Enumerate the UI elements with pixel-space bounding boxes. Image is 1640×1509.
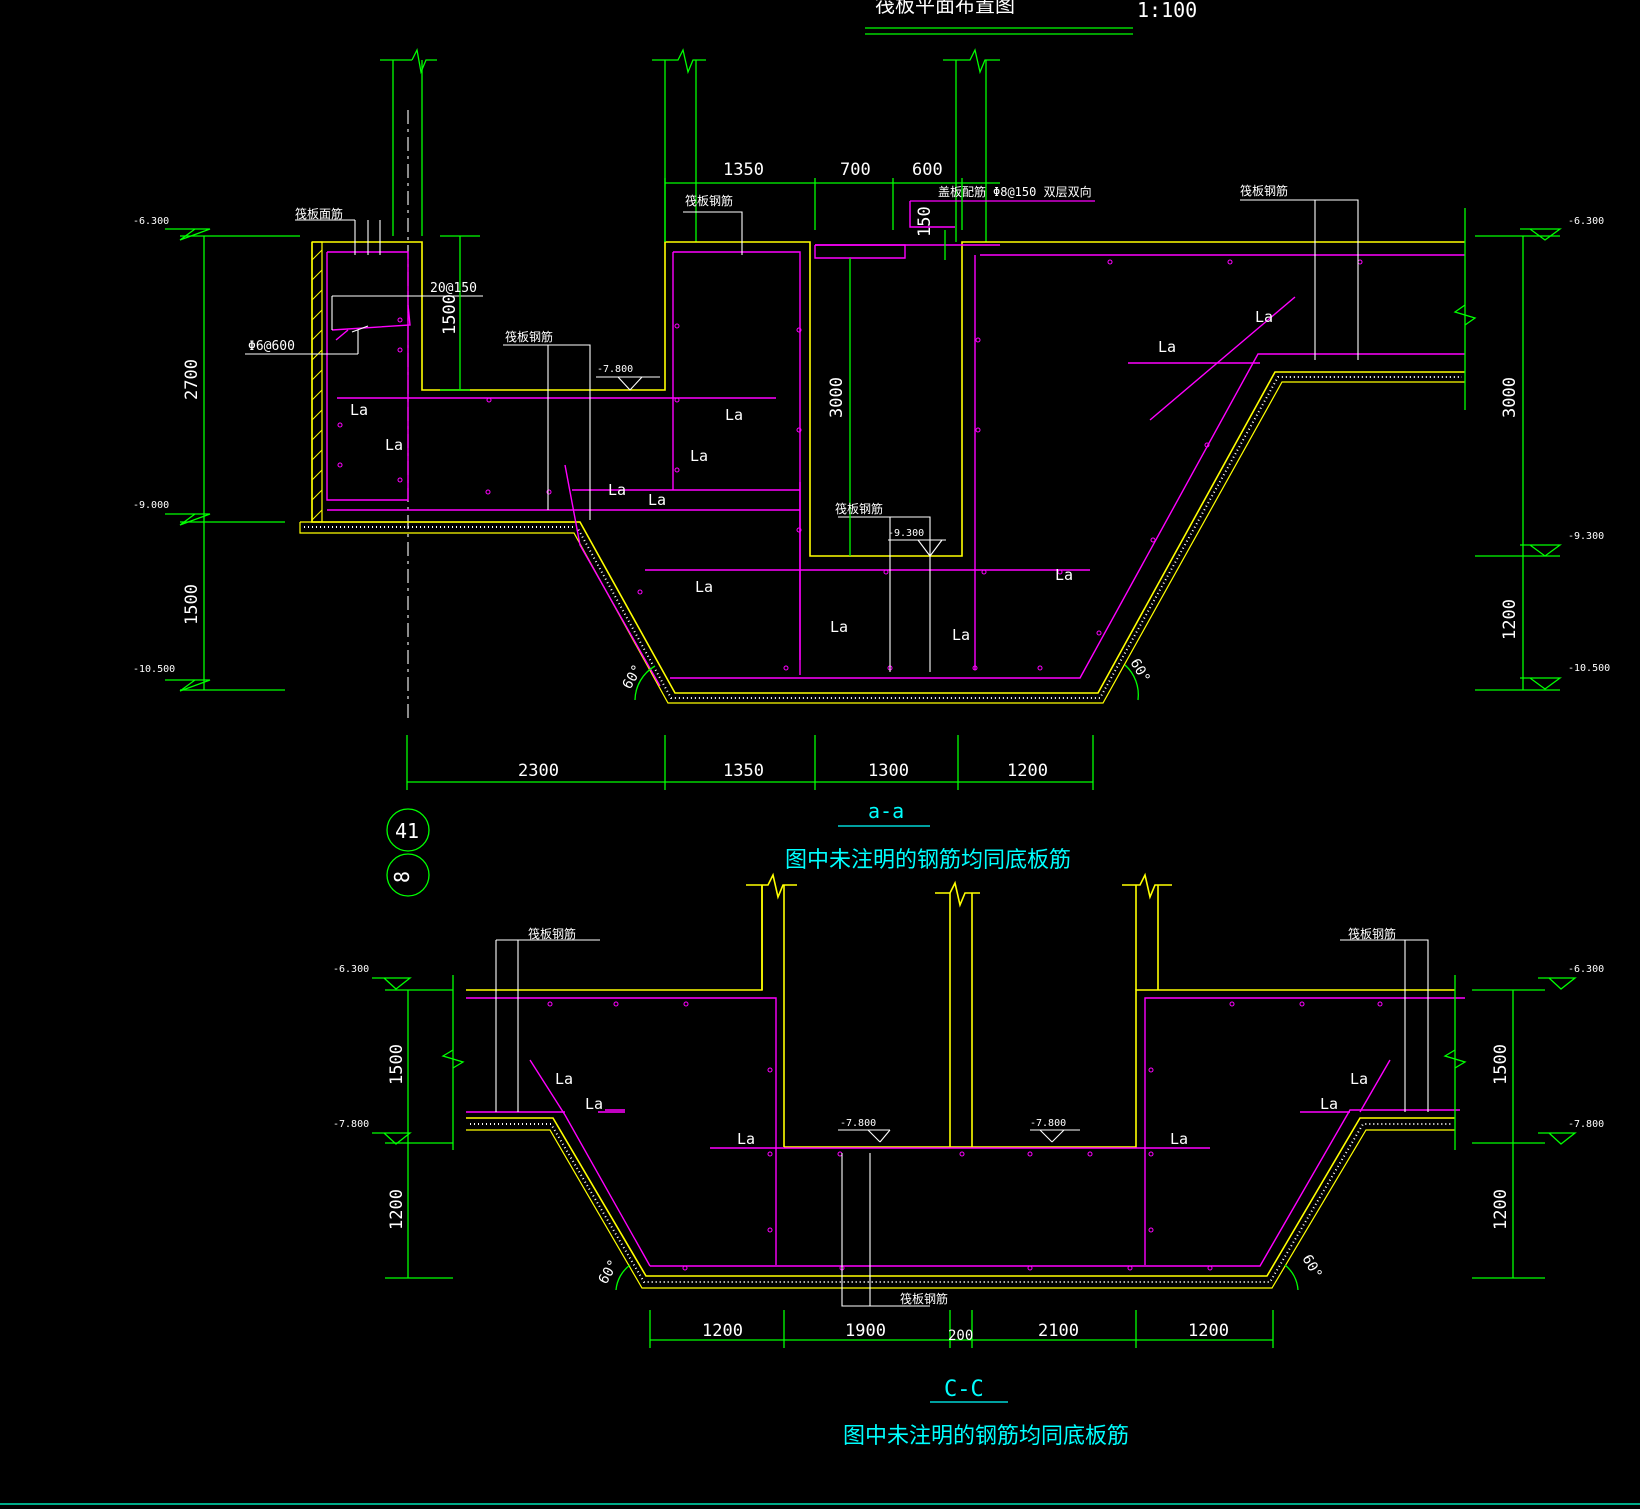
dim-c-5: 1200 bbox=[1188, 1321, 1229, 1341]
la-a-10: La bbox=[1055, 566, 1073, 584]
dim-top-3: 600 bbox=[912, 160, 943, 180]
elev-a-5: -10.500 bbox=[133, 664, 175, 675]
elev-c-2r: -7.800 bbox=[1568, 1119, 1604, 1130]
rebar-dots-a bbox=[337, 259, 1363, 671]
section-c-title: C-C bbox=[944, 1377, 984, 1402]
elev-c-1r: -6.300 bbox=[1568, 964, 1604, 975]
cover-leader-2 bbox=[909, 201, 955, 228]
dim-150: 150 bbox=[915, 206, 935, 237]
elev-c-2: -7.800 bbox=[333, 1119, 369, 1130]
elev-a-3: -9.000 bbox=[133, 500, 169, 511]
dim-left-2: 1500 bbox=[182, 584, 202, 625]
la-c-1: La bbox=[555, 1070, 573, 1088]
walls-c bbox=[746, 872, 1172, 1147]
la-a-8: La bbox=[830, 618, 848, 636]
walls-a bbox=[380, 47, 1000, 720]
dim-bottom-3: 1300 bbox=[868, 761, 909, 781]
dim-top-2: 700 bbox=[840, 160, 871, 180]
label-raft-bar-4: 筏板钢筋 bbox=[835, 501, 883, 516]
label-c-raft-1: 筏板钢筋 bbox=[528, 926, 576, 941]
dim-c-2: 1900 bbox=[845, 1321, 886, 1341]
section-a-title: a-a bbox=[868, 799, 904, 823]
la-a-6: La bbox=[690, 447, 708, 465]
concrete-outline-c bbox=[466, 885, 1455, 1289]
la-a-7: La bbox=[695, 578, 713, 596]
la-a-4: La bbox=[648, 491, 666, 509]
label-spec-6: Φ6@600 bbox=[248, 339, 295, 354]
dim-c-1: 1200 bbox=[702, 1321, 743, 1341]
elev-c-3: -7.800 bbox=[840, 1118, 876, 1129]
section-a: 筏板面筋 筏板钢筋 筏板钢筋 筏板钢筋 筏板钢筋 盖板配筋 Φ8@150 双层双… bbox=[133, 47, 1610, 897]
la-c-6: La bbox=[1350, 1070, 1368, 1088]
la-c-5: La bbox=[1320, 1095, 1338, 1113]
dim-c-right-2: 1200 bbox=[1491, 1189, 1511, 1230]
texts-a: 筏板面筋 筏板钢筋 筏板钢筋 筏板钢筋 筏板钢筋 盖板配筋 Φ8@150 双层双… bbox=[133, 160, 1610, 883]
la-a-2: La bbox=[385, 436, 403, 454]
elev-c-4: -7.800 bbox=[1030, 1118, 1066, 1129]
leaders-a bbox=[245, 199, 1359, 672]
elev-c-1: -6.300 bbox=[333, 964, 369, 975]
dim-c-left-1: 1500 bbox=[387, 1044, 407, 1085]
dims-c bbox=[372, 975, 1577, 1403]
rebar-a bbox=[326, 244, 1465, 687]
elev-a-4r: -9.300 bbox=[1568, 531, 1604, 542]
dim-3000: 3000 bbox=[827, 377, 847, 418]
label-cover-spec: Φ8@150 双层双向 bbox=[993, 184, 1092, 199]
la-a-3: La bbox=[608, 481, 626, 499]
concrete-outline-a bbox=[299, 241, 1465, 704]
elev-a-2: -7.800 bbox=[597, 364, 633, 375]
section-c: 筏板钢筋 筏板钢筋 筏板钢筋 -6.300 -7.800 -6.300 -7.8… bbox=[333, 872, 1604, 1449]
dim-bottom-4: 1200 bbox=[1007, 761, 1048, 781]
rebar-c bbox=[466, 997, 1465, 1267]
la-c-4: La bbox=[1170, 1130, 1188, 1148]
drawing-scale: 1:100 bbox=[1137, 0, 1197, 22]
dim-bottom-1: 2300 bbox=[518, 761, 559, 781]
la-a-12: La bbox=[1255, 308, 1273, 326]
dim-c-right-1: 1500 bbox=[1491, 1044, 1511, 1085]
dim-right-2: 1200 bbox=[1500, 599, 1520, 640]
dim-c-left-2: 1200 bbox=[387, 1189, 407, 1230]
label-raft-bar-3: 筏板钢筋 bbox=[1240, 183, 1288, 198]
texts-c: 筏板钢筋 筏板钢筋 筏板钢筋 -6.300 -7.800 -6.300 -7.8… bbox=[333, 926, 1604, 1449]
dim-c-3: 200 bbox=[948, 1328, 973, 1344]
dims-a bbox=[165, 178, 1562, 897]
label-spec-20: 20@150 bbox=[430, 281, 477, 296]
la-a-11: La bbox=[1158, 338, 1176, 356]
la-a-9: La bbox=[952, 626, 970, 644]
dim-1500: 1500 bbox=[440, 294, 460, 335]
label-face-bar: 筏板面筋 bbox=[295, 206, 343, 221]
leaders-c bbox=[495, 939, 1429, 1307]
la-a-5: La bbox=[725, 406, 743, 424]
angle-c-left: 60° bbox=[596, 1257, 623, 1287]
dim-right-1: 3000 bbox=[1500, 377, 1520, 418]
dim-c-4: 2100 bbox=[1038, 1321, 1079, 1341]
rebar-dots-c bbox=[547, 1001, 1383, 1271]
label-raft-bar-1: 筏板钢筋 bbox=[505, 329, 553, 344]
section-a-note: 图中未注明的钢筋均同底板筋 bbox=[785, 848, 1071, 873]
axis-label-2: 8 bbox=[390, 871, 414, 883]
dim-left-1: 2700 bbox=[182, 359, 202, 400]
elev-a-1r: -6.300 bbox=[1568, 216, 1604, 227]
drawing-title: 筏板平面布置图 bbox=[875, 0, 1015, 17]
la-c-3: La bbox=[737, 1130, 755, 1148]
label-raft-bar-2: 筏板钢筋 bbox=[685, 193, 733, 208]
la-a-1: La bbox=[350, 401, 368, 419]
axis-label-1: 41 bbox=[395, 819, 419, 843]
elev-a-5r: -10.500 bbox=[1568, 663, 1610, 674]
angle-c-right: 60° bbox=[1299, 1252, 1326, 1282]
label-cover-bar: 盖板配筋 bbox=[938, 184, 986, 199]
dim-top-1: 1350 bbox=[723, 160, 764, 180]
section-c-note: 图中未注明的钢筋均同底板筋 bbox=[843, 1424, 1129, 1449]
dim-bottom-2: 1350 bbox=[723, 761, 764, 781]
elev-a-1: -6.300 bbox=[133, 216, 169, 227]
la-c-2: La bbox=[585, 1095, 603, 1113]
elev-a-4: -9.300 bbox=[888, 528, 924, 539]
label-c-raft-3: 筏板钢筋 bbox=[900, 1291, 948, 1306]
label-c-raft-2: 筏板钢筋 bbox=[1348, 926, 1396, 941]
